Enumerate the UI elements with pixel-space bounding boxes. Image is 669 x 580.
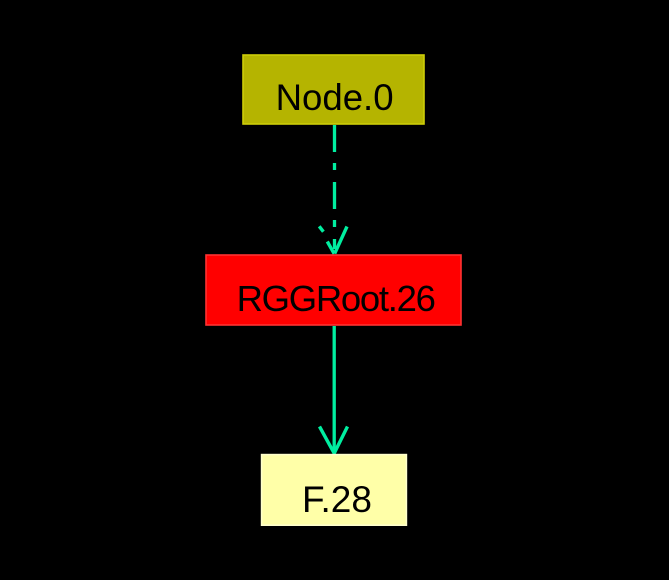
svg-text:F.28: F.28: [302, 479, 372, 520]
svg-text:Node.0: Node.0: [276, 77, 394, 118]
svg-text:RGGRoot.26: RGGRoot.26: [237, 278, 435, 319]
